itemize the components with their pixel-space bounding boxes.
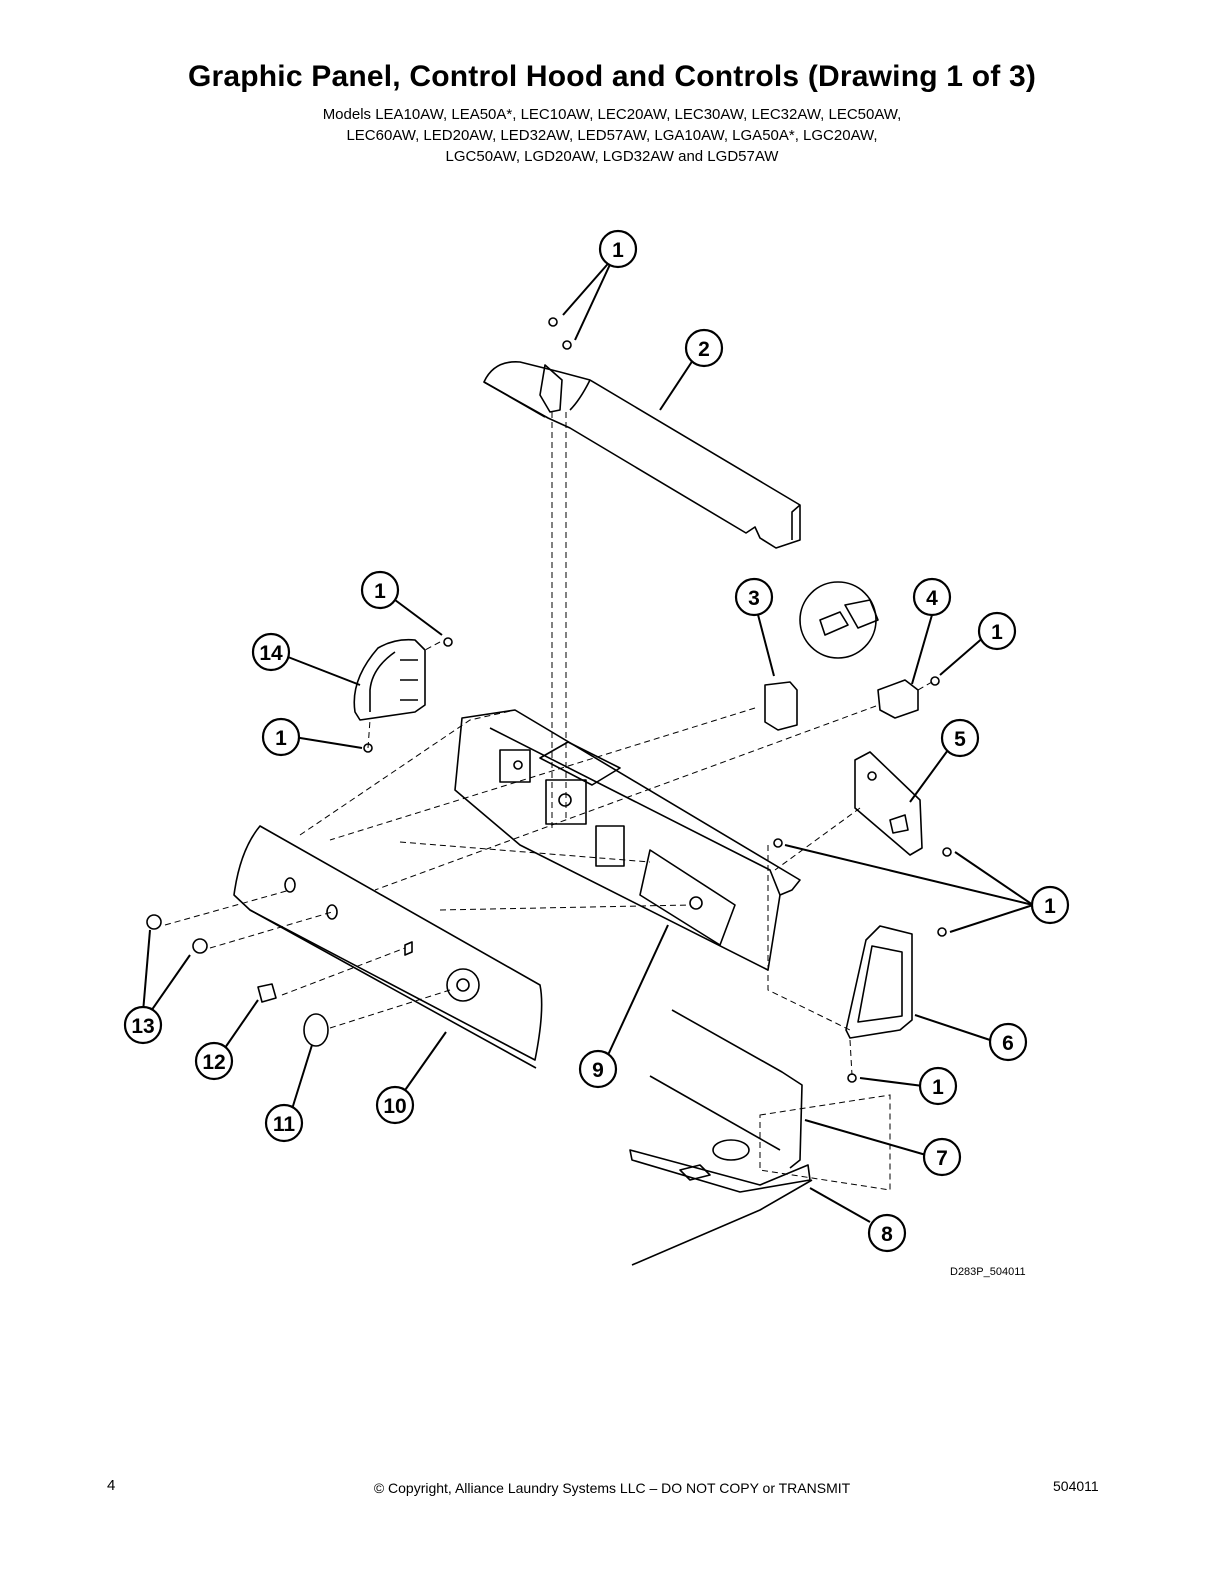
drawing-id: D283P_504011 bbox=[950, 1266, 1026, 1278]
connector-part bbox=[877, 679, 919, 719]
callout-1-right-lower: 1 bbox=[918, 1066, 958, 1106]
callout-10: 10 bbox=[375, 1085, 415, 1125]
top-cover-part bbox=[629, 1009, 813, 1266]
callout-1-left-upper: 1 bbox=[360, 570, 400, 610]
model-line: Models LEA10AW, LEA50A*, LEC10AW, LEC20A… bbox=[322, 106, 902, 123]
model-line: LEC60AW, LED20AW, LED32AW, LED57AW, LGA1… bbox=[346, 127, 878, 144]
switch-part bbox=[764, 581, 879, 731]
svg-text:1: 1 bbox=[275, 727, 287, 750]
callout-14: 14 bbox=[251, 632, 291, 672]
svg-text:14: 14 bbox=[259, 642, 283, 665]
svg-text:3: 3 bbox=[748, 587, 760, 610]
svg-text:1: 1 bbox=[1044, 895, 1056, 918]
callout-9: 9 bbox=[578, 1049, 618, 1089]
svg-text:1: 1 bbox=[612, 239, 624, 262]
callout-3: 3 bbox=[734, 577, 774, 617]
screw-parts bbox=[363, 317, 952, 1083]
alignment-lines bbox=[164, 412, 933, 1191]
svg-text:11: 11 bbox=[273, 1113, 296, 1136]
svg-text:5: 5 bbox=[954, 728, 966, 751]
callout-2: 2 bbox=[684, 328, 724, 368]
copyright-notice: © Copyright, Alliance Laundry Systems LL… bbox=[373, 1480, 851, 1496]
callout-1-right-upper: 1 bbox=[977, 611, 1017, 651]
control-hood-part bbox=[483, 361, 801, 549]
svg-text:7: 7 bbox=[936, 1147, 948, 1170]
svg-text:6: 6 bbox=[1002, 1032, 1014, 1055]
svg-text:1: 1 bbox=[932, 1076, 944, 1099]
svg-text:10: 10 bbox=[383, 1095, 406, 1118]
callout-7: 7 bbox=[922, 1137, 962, 1177]
callout-13: 13 bbox=[123, 1005, 163, 1045]
model-line: LGC50AW, LGD20AW, LGD32AW and LGD57AW bbox=[445, 148, 779, 165]
svg-text:4: 4 bbox=[926, 587, 938, 610]
svg-text:2: 2 bbox=[698, 338, 710, 361]
svg-text:12: 12 bbox=[202, 1051, 225, 1074]
svg-text:8: 8 bbox=[881, 1223, 893, 1246]
svg-text:9: 9 bbox=[592, 1059, 604, 1082]
left-end-cap-part bbox=[353, 638, 426, 721]
callout-4: 4 bbox=[912, 577, 952, 617]
control-panel-part bbox=[454, 709, 801, 971]
callout-1-right-middle: 1 bbox=[1030, 885, 1070, 925]
svg-text:13: 13 bbox=[131, 1015, 154, 1038]
callout-12: 12 bbox=[194, 1041, 234, 1081]
callout-11: 11 bbox=[264, 1103, 304, 1143]
model-list: Models LEA10AW, LEA50A*, LEC10AW, LEC20A… bbox=[212, 104, 1012, 167]
right-end-cap-part bbox=[845, 925, 913, 1039]
svg-text:1: 1 bbox=[374, 580, 386, 603]
callout-1-left-lower: 1 bbox=[261, 717, 301, 757]
page-title: Graphic Panel, Control Hood and Controls… bbox=[187, 60, 1037, 93]
callout-6: 6 bbox=[988, 1022, 1028, 1062]
svg-text:1: 1 bbox=[991, 621, 1003, 644]
knob-parts bbox=[146, 914, 329, 1047]
callout-5: 5 bbox=[940, 718, 980, 758]
graphic-panel-part bbox=[233, 825, 543, 1069]
leader-lines bbox=[141, 257, 1034, 1223]
callout-1-top: 1 bbox=[598, 229, 638, 269]
document-number: 504011 bbox=[1053, 1478, 1099, 1494]
timer-bracket-part bbox=[854, 751, 923, 856]
callout-8: 8 bbox=[867, 1213, 907, 1253]
page-number: 4 bbox=[107, 1477, 116, 1494]
